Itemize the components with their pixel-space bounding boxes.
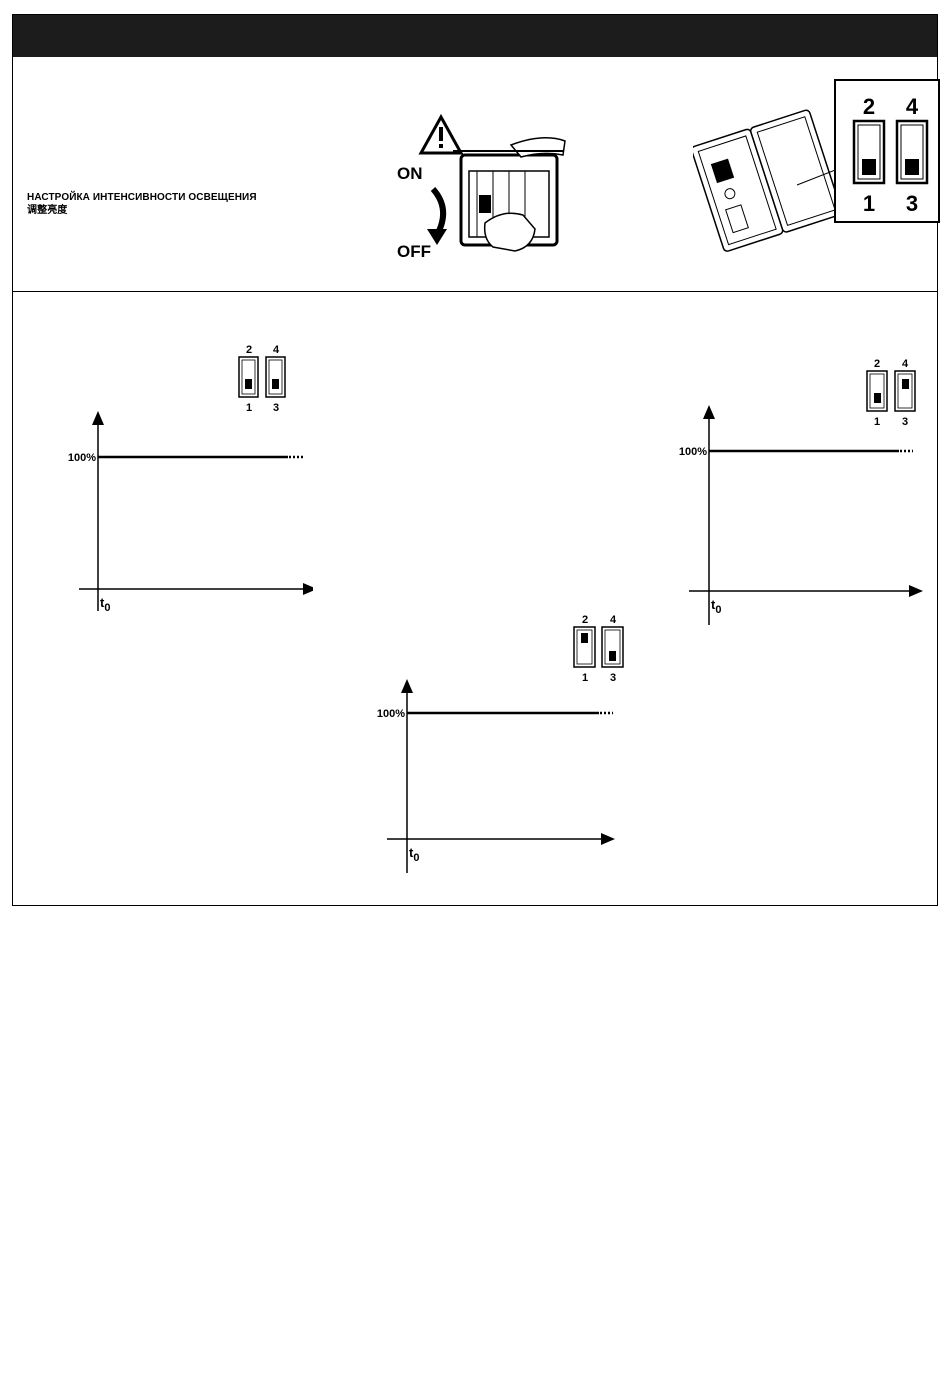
y-label: 100% xyxy=(679,446,707,458)
switch-label-2: 2 xyxy=(246,344,252,356)
switch-label-3: 3 xyxy=(902,416,908,428)
switch-label-1: 1 xyxy=(246,402,252,414)
switch-label-1: 1 xyxy=(874,416,880,428)
instruction-panel: НАСТРОЙКА ИНТЕНСИВНОСТИ ОСВЕЩЕНИЯ 调整亮度 O… xyxy=(12,14,938,906)
x-label: t0 xyxy=(409,845,419,864)
switch-label-4: 4 xyxy=(902,358,909,370)
dip-switch-a-lever xyxy=(581,633,588,643)
header-bar xyxy=(13,15,937,57)
switch-label-3: 3 xyxy=(273,402,279,414)
chart-right: 2 4 1 3 100% t0 xyxy=(653,341,923,625)
switch-label-2: 2 xyxy=(874,358,880,370)
switch-label-1: 1 xyxy=(582,672,588,684)
dip-switch-detail: 2 4 1 3 xyxy=(834,79,940,223)
chart-left: 2 4 1 3 100% t0 xyxy=(53,341,313,611)
section-divider xyxy=(13,291,937,292)
off-label: OFF xyxy=(397,242,431,261)
switch-label-3: 3 xyxy=(610,672,616,684)
y-label: 100% xyxy=(68,452,96,464)
detail-label-1: 1 xyxy=(863,191,875,216)
x-label: t0 xyxy=(711,597,721,616)
detail-label-4: 4 xyxy=(906,94,919,119)
power-switch-illustration: ON OFF xyxy=(393,111,573,261)
hand-icon xyxy=(485,213,535,251)
dip-switch-b-lever xyxy=(902,379,909,389)
switch-label-4: 4 xyxy=(273,344,280,356)
down-arrow-icon xyxy=(433,189,443,235)
x-label: t0 xyxy=(100,595,110,611)
dip-switch-a-lever xyxy=(874,393,881,403)
detail-label-3: 3 xyxy=(906,191,918,216)
detail-label-2: 2 xyxy=(863,94,875,119)
caption-russian: НАСТРОЙКА ИНТЕНСИВНОСТИ ОСВЕЩЕНИЯ xyxy=(27,191,257,204)
dip-switch-a-lever xyxy=(245,379,252,389)
warning-triangle-icon xyxy=(421,117,461,153)
switch-label-4: 4 xyxy=(610,614,617,626)
device-illustration xyxy=(693,95,843,255)
y-label: 100% xyxy=(377,708,405,720)
caption-chinese: 调整亮度 xyxy=(27,204,257,217)
dip-switch-b-lever xyxy=(609,651,616,661)
dip-switch-b-lever xyxy=(272,379,279,389)
caption: НАСТРОЙКА ИНТЕНСИВНОСТИ ОСВЕЩЕНИЯ 调整亮度 xyxy=(27,191,257,217)
switch-label-2: 2 xyxy=(582,614,588,626)
on-label: ON xyxy=(397,164,423,183)
chart-center: 2 4 1 3 100% t0 xyxy=(363,611,633,873)
